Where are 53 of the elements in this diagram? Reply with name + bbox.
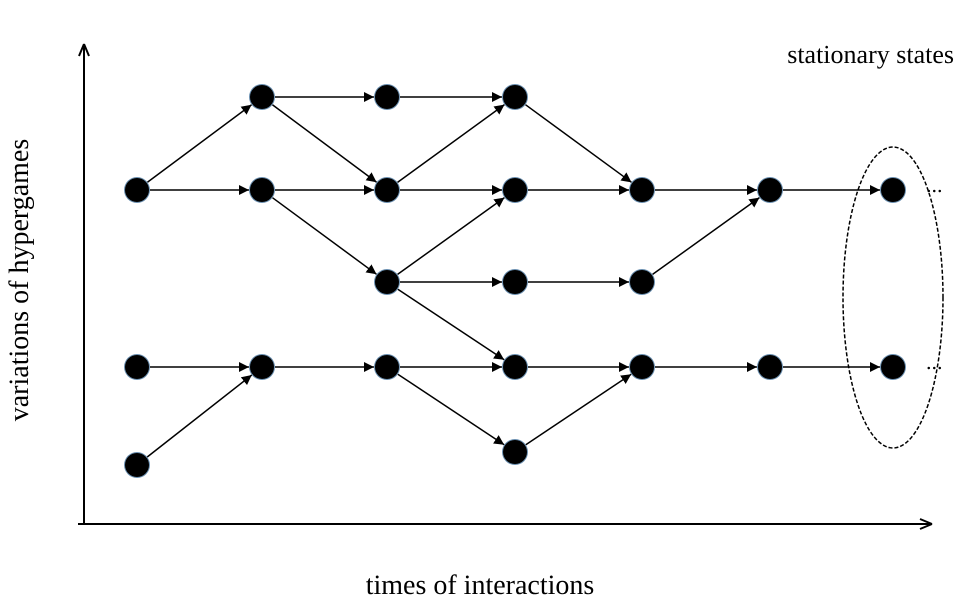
group-title: stationary states — [787, 40, 954, 70]
arrow — [655, 185, 757, 195]
dot — [503, 85, 527, 109]
arrow — [146, 374, 252, 458]
arrow — [397, 104, 505, 183]
arrow — [528, 185, 629, 195]
arrow — [783, 362, 880, 372]
arrow — [397, 288, 505, 360]
arrow — [150, 185, 249, 195]
arrow — [397, 196, 505, 276]
arrow — [400, 277, 502, 287]
arrow — [655, 362, 757, 372]
dot — [881, 178, 905, 202]
axis-title: variations of hypergames — [4, 138, 36, 422]
arrow — [528, 362, 629, 372]
arrow — [525, 104, 632, 183]
dot — [630, 178, 654, 202]
dot — [630, 270, 654, 294]
arrow — [275, 362, 374, 372]
axis-title: times of interactions — [366, 570, 594, 602]
arrow — [400, 185, 502, 195]
arrow — [400, 92, 502, 102]
dot — [250, 178, 274, 202]
dot — [503, 270, 527, 294]
arrow — [528, 277, 629, 287]
dot — [375, 270, 399, 294]
dot — [503, 178, 527, 202]
dot — [250, 355, 274, 379]
dot — [250, 85, 274, 109]
dot — [125, 178, 149, 202]
arrow — [525, 374, 632, 446]
arrow — [400, 362, 502, 372]
arrow — [150, 362, 249, 372]
arrow — [275, 185, 374, 195]
arrow — [397, 374, 505, 446]
dot — [630, 355, 654, 379]
dot — [125, 453, 149, 477]
arrow — [652, 196, 760, 276]
continuation-dots: ... — [926, 349, 942, 375]
arrow — [783, 185, 880, 195]
dot — [758, 355, 782, 379]
dot — [881, 355, 905, 379]
dot — [125, 355, 149, 379]
arrow — [275, 92, 374, 102]
dot — [503, 355, 527, 379]
arrow — [272, 104, 378, 183]
dot — [375, 85, 399, 109]
dot — [503, 440, 527, 464]
arrow — [146, 104, 252, 183]
dot — [375, 178, 399, 202]
arrow — [272, 197, 377, 275]
dot — [375, 355, 399, 379]
dot — [758, 178, 782, 202]
